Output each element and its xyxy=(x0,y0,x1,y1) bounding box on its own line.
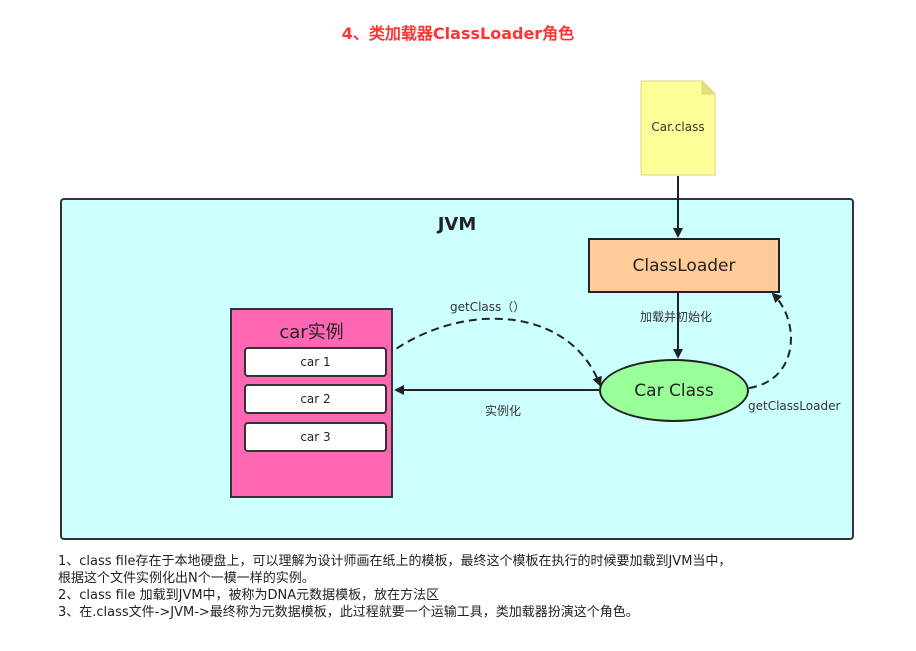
note-line: 2、class file 加载到JVM中，被称为DNA元数据模板，放在方法区 xyxy=(58,588,440,603)
edge-label-load-init: 加载并初始化 xyxy=(640,310,713,324)
car-instance-3: car 3 xyxy=(244,422,387,452)
class-file-node: Car.class xyxy=(640,80,716,176)
notes: 1、class file存在于本地硬盘上，可以理解为设计师画在纸上的模板，最终这… xyxy=(58,553,898,621)
note-line: 根据这个文件实例化出N个一模一样的实例。 xyxy=(58,571,315,586)
note-line: 1、class file存在于本地硬盘上，可以理解为设计师画在纸上的模板，最终这… xyxy=(58,554,732,569)
page-title: 4、类加载器ClassLoader角色 xyxy=(341,24,575,43)
car-instances-title: car实例 xyxy=(279,322,344,343)
car-instances-group: car实例 car 1 car 2 car 3 xyxy=(230,308,393,498)
classloader-node: ClassLoader xyxy=(588,238,780,293)
class-file-label: Car.class xyxy=(651,120,705,134)
file-icon xyxy=(640,80,716,176)
note-line: 3、在.class文件->JVM->最终称为元数据模板，此过程就要一个运输工具，… xyxy=(58,605,639,620)
edge-label-getclass: getClass（） xyxy=(450,300,526,314)
edge-label-getclassloader: getClassLoader xyxy=(748,399,841,413)
car-class-node: Car Class xyxy=(599,359,749,422)
car-instance-1: car 1 xyxy=(244,347,387,377)
edge-label-instantiate: 实例化 xyxy=(485,404,522,418)
car-instance-2: car 2 xyxy=(244,384,387,414)
jvm-label: JVM xyxy=(437,214,477,235)
